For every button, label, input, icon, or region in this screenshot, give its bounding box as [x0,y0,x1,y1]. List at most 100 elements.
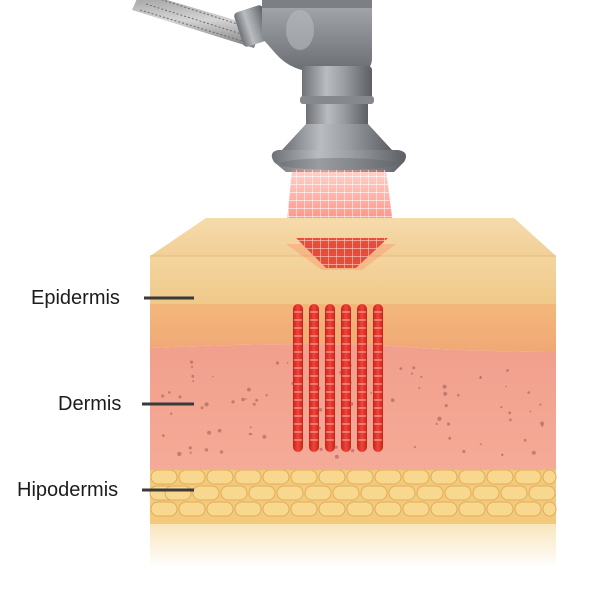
fat-cell [388,485,416,501]
fat-cell [514,501,542,517]
speckle [479,443,482,446]
speckle [443,391,448,396]
speckle [446,422,451,426]
speckle [249,426,252,429]
skin-surface [150,218,556,256]
speckle [168,391,171,394]
speckle [505,385,507,388]
speckle [177,451,182,457]
treated-spot [286,238,396,270]
speckle [399,367,403,370]
laser-channel [309,304,319,452]
speckle [509,418,512,422]
fat-cell [486,501,514,517]
speckle [444,404,448,408]
fat-cell [150,469,178,485]
speckle [252,402,256,406]
fat-cell [416,485,444,501]
speckle [437,416,442,421]
fat-cell [332,485,360,501]
speckle [410,372,414,375]
speckle [231,400,235,404]
speckle [523,438,527,442]
speckle [286,361,289,364]
speckle [412,366,416,370]
speckle [190,365,194,368]
speckle [448,436,452,440]
fat-cell [486,469,514,485]
speckle [531,450,536,455]
speckle [539,403,542,406]
speckle [161,434,165,437]
speckle [204,402,209,407]
speckle [255,398,259,402]
speckle [161,394,165,398]
speckle [350,448,355,453]
speckle [188,446,192,450]
speckle [250,433,253,436]
speckle [334,454,339,459]
fat-cell [458,469,486,485]
elbow-joint [234,0,372,72]
speckle [506,369,509,372]
fat-cell [178,469,206,485]
fat-cell [528,485,556,501]
speckle [211,375,214,378]
speckle [442,384,447,389]
speckle [248,432,252,436]
speckle [334,445,338,449]
speckle [319,447,323,451]
fat-cell [374,469,402,485]
speckle [318,408,323,412]
fat-cell [248,485,276,501]
fat-cell [402,501,430,517]
speckle [275,361,279,365]
speckle [413,445,416,449]
speckle [462,449,466,454]
skin-block [149,218,557,568]
laser-handpiece-icon [132,0,406,172]
speckle [192,380,195,383]
fat-cell [444,485,472,501]
speckle [527,391,531,394]
laser-channel [341,304,351,452]
fat-cell [192,485,220,501]
fat-cell [178,501,206,517]
speckle [508,411,512,415]
speckle [435,422,438,426]
speckle [479,376,482,378]
fat-cell [542,469,557,485]
speckle [501,453,504,457]
fat-cell [206,469,234,485]
speckle [540,421,545,426]
speckle [189,451,192,454]
speckle [241,397,245,402]
label-dermis: Dermis [58,393,122,415]
speckle [219,450,224,454]
fat-cell [276,485,304,501]
dermis-layer [150,344,556,470]
fat-cell [262,501,290,517]
fat-cell [318,501,346,517]
fat-cell [318,469,346,485]
basal-band [150,302,556,352]
speckle [245,398,247,400]
fat-cell [374,501,402,517]
micro-thermal-channels [293,304,383,452]
speckle [178,395,182,399]
fat-cell [234,469,262,485]
fat-cell [542,501,557,517]
nozzle [271,124,406,172]
shaft [300,66,374,126]
fat-cell [164,485,192,501]
fat-cell [290,469,318,485]
fat-cell [304,485,332,501]
hypodermis-layer [149,466,557,524]
fat-cell [458,501,486,517]
label-epidermis: Epidermis [31,287,120,309]
speckle [500,406,503,409]
block-base-fade [150,520,556,568]
leader-lines [142,296,194,492]
fat-cell [500,485,528,501]
